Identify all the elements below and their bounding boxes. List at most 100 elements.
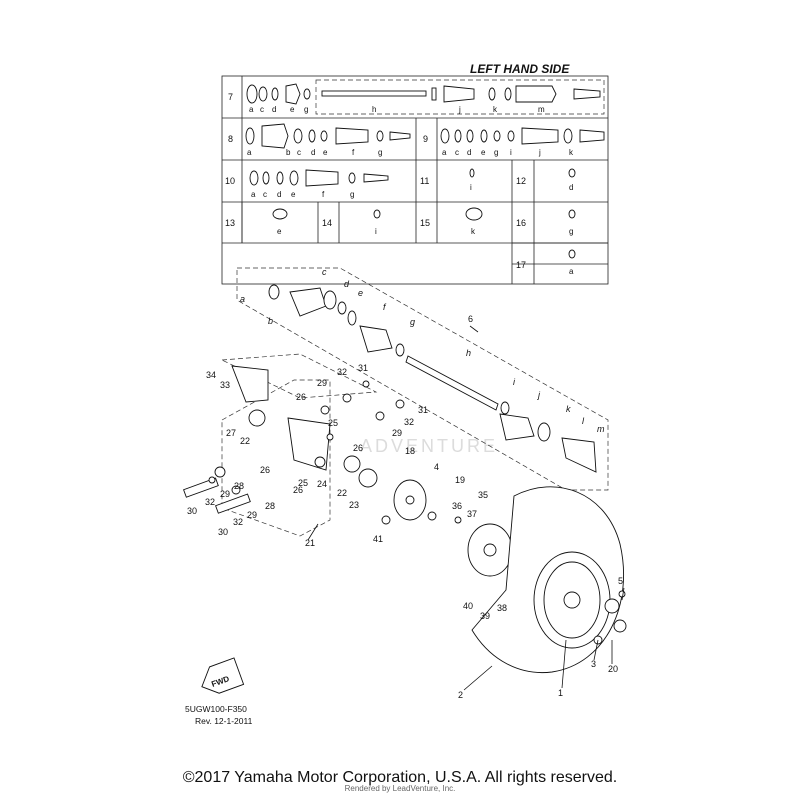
part-number: 26 xyxy=(296,392,306,402)
part-number: 37 xyxy=(467,509,477,519)
part-number: 41 xyxy=(373,534,383,544)
diagram-code: 5UGW100-F350 xyxy=(185,704,247,714)
copyright-notice: ©2017 Yamaha Motor Corporation, U.S.A. A… xyxy=(182,769,618,786)
part-letter: b xyxy=(286,148,291,157)
hub-and-rotor xyxy=(381,479,513,577)
part-letter: g xyxy=(378,148,382,157)
part-letter: h xyxy=(372,105,376,114)
watermark-text: ADVENTURE xyxy=(360,436,498,456)
part-number: 22 xyxy=(337,488,347,498)
part-number: 32 xyxy=(404,417,414,427)
part-number: 33 xyxy=(220,380,230,390)
shaft-letter: i xyxy=(513,377,516,387)
row-10-parts: a c d e f g xyxy=(249,169,389,199)
part-number: 2 xyxy=(458,690,463,700)
part-letter: d xyxy=(277,190,281,199)
table-row-number: 16 xyxy=(516,218,526,228)
part-letter: m xyxy=(538,105,545,114)
shaft-letter: d xyxy=(344,279,350,289)
part-letter: a xyxy=(251,190,256,199)
part-number: 29 xyxy=(247,510,257,520)
part-letter: d xyxy=(569,183,573,192)
part-number: 30 xyxy=(218,527,228,537)
shaft-letter: a xyxy=(240,294,245,304)
part-number: 30 xyxy=(187,506,197,516)
knuckle-assembly xyxy=(183,353,405,537)
part-number: 38 xyxy=(497,603,507,613)
parts-kit-table: 7 8 9 10 11 12 13 14 15 16 17 a c d e xyxy=(221,75,609,285)
shaft-letter: k xyxy=(566,404,571,414)
part-letter: d xyxy=(272,105,276,114)
part-letter: e xyxy=(323,148,328,157)
part-number: 29 xyxy=(392,428,402,438)
part-letter: k xyxy=(471,227,476,236)
part-letter: d xyxy=(311,148,315,157)
part-letter: e xyxy=(290,105,295,114)
table-row-number: 15 xyxy=(420,218,430,228)
part-number: 26 xyxy=(260,465,270,475)
part-letter: g xyxy=(569,227,573,236)
part-letter: e xyxy=(277,227,282,236)
part-letter: c xyxy=(263,190,267,199)
table-row-number: 11 xyxy=(420,176,429,186)
part-letter: c xyxy=(260,105,264,114)
fwd-arrow-icon: FWD xyxy=(201,657,245,694)
rendered-by-note: Rendered by LeadVenture, Inc. xyxy=(344,784,456,793)
table-row-number: 13 xyxy=(225,218,235,228)
part-number: 39 xyxy=(480,611,490,621)
part-number: 35 xyxy=(478,490,488,500)
part-number: 26 xyxy=(353,443,363,453)
part-letter: i xyxy=(470,183,472,192)
shaft-letter: f xyxy=(383,302,387,312)
part-number: 25 xyxy=(328,418,338,428)
part-letter: a xyxy=(442,148,447,157)
part-number: 5 xyxy=(618,576,623,586)
single-part-cells: i d e i k g a xyxy=(272,168,576,276)
part-letter: a xyxy=(249,105,254,114)
part-letter: g xyxy=(304,105,308,114)
part-letter: a xyxy=(569,267,574,276)
table-row-number: 8 xyxy=(228,134,233,144)
part-letter: g xyxy=(350,190,354,199)
part-number: 29 xyxy=(317,378,327,388)
part-number: 40 xyxy=(463,601,473,611)
part-number: 28 xyxy=(234,481,244,491)
part-number: 25 xyxy=(298,478,308,488)
part-letter: g xyxy=(494,148,498,157)
part-number: 32 xyxy=(205,497,215,507)
drive-shaft-assembly: a b c d e f g h i j k l m 6 xyxy=(236,267,609,491)
part-number: 18 xyxy=(405,446,415,456)
row-7-parts: a c d e g h j k m xyxy=(246,83,601,114)
callout-numbers: 1 2 3 4 5 18 19 20 21 22 22 23 24 25 25 … xyxy=(187,325,625,700)
shaft-letter: l xyxy=(582,416,585,426)
shaft-letter: m xyxy=(597,424,605,434)
part-letter: i xyxy=(510,148,512,157)
part-number: 32 xyxy=(233,517,243,527)
part-number: 34 xyxy=(206,370,216,380)
part-number: 21 xyxy=(305,538,315,548)
part-letter: a xyxy=(247,148,252,157)
shaft-letter: j xyxy=(537,390,541,400)
part-number: 1 xyxy=(558,688,563,698)
wheel-and-tire xyxy=(471,486,627,674)
diagram-revision: Rev. 12-1-2011 xyxy=(195,716,253,726)
table-row-number: 17 xyxy=(516,260,526,270)
part-number: 24 xyxy=(317,479,327,489)
part-number: 31 xyxy=(358,363,368,373)
row-9-parts: a c d e g i j k xyxy=(440,127,605,157)
part-letter: i xyxy=(375,227,377,236)
table-row-number: 7 xyxy=(228,92,233,102)
part-letter: e xyxy=(481,148,486,157)
part-letter: c xyxy=(297,148,301,157)
part-letter: j xyxy=(538,148,541,157)
side-title: LEFT HAND SIDE xyxy=(470,62,570,76)
part-number: 32 xyxy=(337,367,347,377)
part-number: 19 xyxy=(455,475,465,485)
part-letter: f xyxy=(322,190,325,199)
part-letter: d xyxy=(467,148,471,157)
shaft-letter: e xyxy=(358,288,363,298)
shaft-letter: b xyxy=(268,316,273,326)
part-number: 22 xyxy=(240,436,250,446)
part-number: 20 xyxy=(608,664,618,674)
